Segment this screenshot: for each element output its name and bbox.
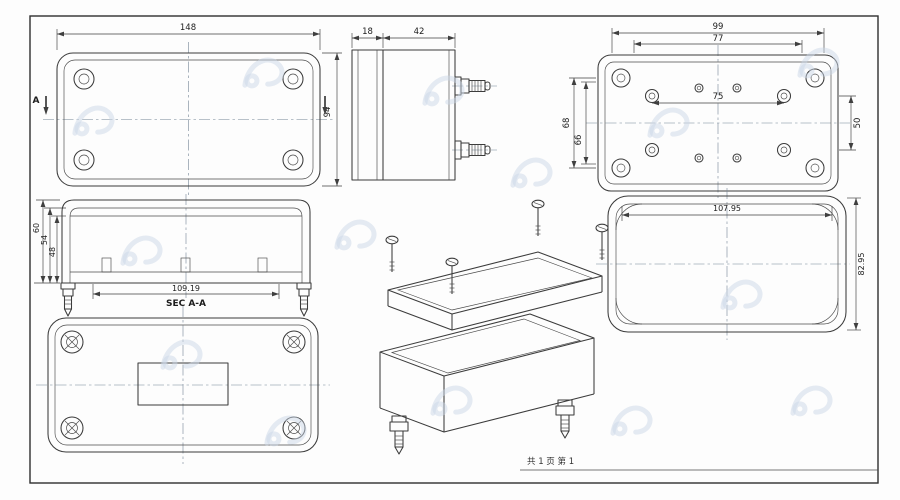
dim-label-66: 66 [574, 135, 584, 146]
dim-label-lid-height: 94 [323, 107, 333, 118]
cable-gland [296, 282, 312, 317]
dim-label-lid-depth: 18 [362, 27, 373, 37]
dim-label-99: 99 [713, 22, 724, 32]
dim-lid-width: 148 [56, 23, 321, 50]
dim-lid-face-width: 107.95 [621, 204, 833, 221]
dim-label-77: 77 [713, 34, 724, 44]
dim-left-outer: 68 [562, 77, 596, 169]
dim-label-107-95: 107.95 [713, 204, 741, 213]
dim-label-base-depth: 42 [414, 27, 425, 37]
iso-screw [595, 223, 609, 260]
iso-base [379, 313, 595, 433]
dim-lid-face-height: 82.95 [847, 197, 866, 331]
corner-screw [73, 68, 304, 171]
iso-screw [445, 257, 459, 294]
dim-right-span: 50 [839, 95, 863, 151]
iso-screw [531, 199, 545, 236]
cable-gland [555, 399, 575, 439]
view-exploded [379, 199, 609, 455]
watermark-layer [72, 47, 840, 447]
dim-label-54: 54 [40, 235, 49, 245]
corner-screw-phillips [60, 330, 306, 440]
dim-inner-span: 77 [633, 34, 803, 53]
view-box-top: 99 77 75 68 [562, 22, 863, 200]
dim-section-heights: 60 54 48 [32, 199, 66, 284]
base-recess [137, 362, 229, 406]
sheet-border [29, 15, 879, 484]
view-base-bottom [36, 306, 330, 464]
dim-left-inner: 66 [574, 81, 596, 165]
dim-label-68: 68 [562, 118, 572, 129]
view-section-aa: 60 54 48 109.19 SEC A-A [32, 194, 312, 317]
dim-label-75: 75 [713, 92, 724, 102]
dim-lid-height: 94 [322, 52, 342, 187]
sheet-footer: 共 1 页 第 1 [527, 456, 574, 467]
dim-label-60: 60 [32, 223, 41, 233]
iso-lid [387, 251, 603, 331]
cable-gland [60, 282, 76, 317]
dim-label-50: 50 [853, 118, 863, 129]
dim-section-width: 109.19 [92, 284, 280, 299]
iso-screw [385, 235, 399, 272]
cable-gland [454, 140, 491, 160]
section-label-a: A [33, 96, 40, 106]
view-lid-face: 107.95 82.95 [596, 188, 866, 340]
dim-label-lid-width: 148 [180, 23, 196, 33]
dim-side-depths: 18 42 [351, 27, 456, 48]
cable-gland [389, 415, 409, 455]
mounting-bosses [644, 83, 792, 163]
dim-label-82-95: 82.95 [857, 253, 866, 276]
dim-boss-span: 75 [652, 92, 784, 106]
dim-label-109-19: 109.19 [172, 284, 200, 293]
view-lid-top: 148 94 A [33, 23, 342, 197]
section-cut-marker: A [33, 96, 328, 115]
dim-label-48: 48 [48, 247, 57, 257]
section-view-label: SEC A-A [166, 299, 206, 309]
